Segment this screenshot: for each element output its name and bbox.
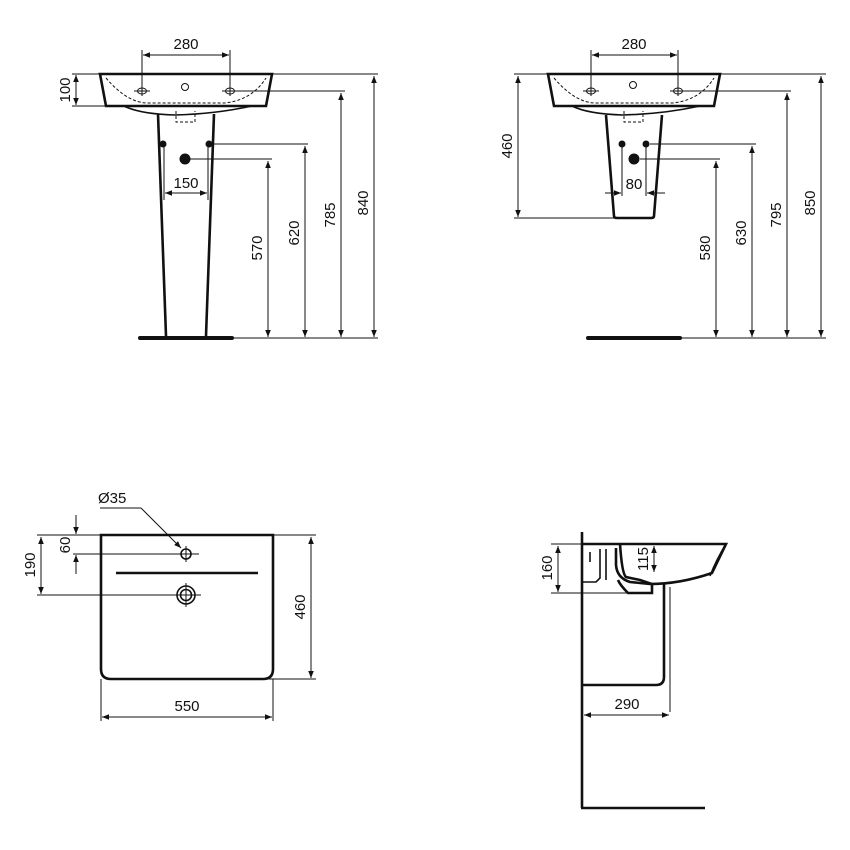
svg-text:785: 785 [322, 202, 339, 227]
dimension-850: 850 [720, 73, 826, 337]
top-view: Ø35 60 190 460 550 [22, 490, 316, 721]
svg-text:115: 115 [635, 547, 652, 571]
svg-text:280: 280 [621, 36, 646, 53]
wall-and-floor [580, 532, 705, 810]
dimension-100: 100 [57, 73, 106, 107]
dimension-620: 620 [212, 143, 308, 337]
svg-text:580: 580 [697, 235, 714, 260]
svg-text:840: 840 [355, 190, 372, 215]
dimension-460: 460 [263, 534, 316, 680]
dimension-190: 190 [22, 534, 174, 596]
svg-text:280: 280 [173, 36, 198, 53]
svg-text:460: 460 [499, 133, 516, 158]
pedestal [138, 113, 378, 340]
svg-text:160: 160 [539, 555, 556, 580]
dimension-115: 115 [635, 546, 657, 572]
svg-text:80: 80 [626, 176, 643, 193]
dimension-840: 840 [272, 73, 378, 337]
semi-pedestal [586, 114, 826, 340]
dimension-580: 580 [640, 158, 720, 337]
dimension-460: 460 [499, 73, 614, 219]
svg-text:290: 290 [614, 696, 639, 713]
dimension-570: 570 [190, 158, 272, 337]
dimension-280: 280 [141, 36, 231, 96]
svg-text:850: 850 [802, 190, 819, 215]
svg-text:100: 100 [57, 77, 74, 102]
dimension-550: 550 [100, 679, 274, 721]
dimension-60: 60 [57, 515, 178, 574]
svg-text:60: 60 [57, 537, 74, 554]
dimension-diameter-35: Ø35 [98, 490, 182, 549]
front-view-full-pedestal: 280 100 150 570 620 785 [57, 36, 378, 340]
basin-profile [583, 542, 729, 712]
dimension-150: 150 [165, 175, 207, 196]
dimension-280: 280 [590, 36, 679, 96]
svg-text:570: 570 [249, 235, 266, 260]
dimension-160: 160 [539, 543, 630, 594]
svg-text:620: 620 [286, 220, 303, 245]
svg-text:Ø35: Ø35 [98, 490, 126, 507]
svg-text:550: 550 [174, 698, 199, 715]
basin-top-outline [99, 533, 275, 681]
side-view: 160 115 290 [539, 532, 729, 810]
svg-text:460: 460 [292, 594, 309, 619]
dimension-795: 795 [683, 90, 791, 337]
svg-text:795: 795 [768, 202, 785, 227]
svg-text:190: 190 [22, 552, 39, 577]
front-view-semi-pedestal: 280 460 80 580 630 795 [499, 36, 826, 340]
basin-outline [546, 72, 722, 123]
svg-text:630: 630 [733, 220, 750, 245]
dimension-630: 630 [650, 143, 756, 337]
dimension-785: 785 [235, 90, 345, 337]
dimension-80: 80 [605, 176, 665, 196]
svg-text:150: 150 [173, 175, 198, 192]
dimension-290: 290 [584, 696, 669, 718]
basin-outline [98, 72, 274, 123]
